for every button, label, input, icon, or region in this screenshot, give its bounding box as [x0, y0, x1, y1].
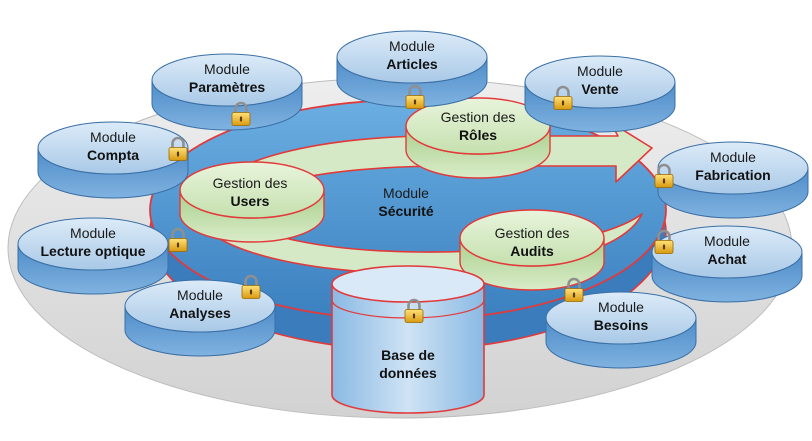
security-module-label-line1: Module: [383, 185, 429, 201]
module-vente-top: [524, 55, 676, 109]
module-lecture-optique-line2: Lecture optique: [40, 243, 145, 259]
module-parametres-line2: Paramètres: [189, 79, 265, 95]
module-fabrication-line1: Module: [710, 149, 756, 165]
module-achat-top: [651, 225, 803, 279]
management-roles-line2: Rôles: [459, 127, 497, 143]
module-vente: Module Vente: [524, 55, 676, 133]
module-compta-top: [37, 121, 189, 175]
security-module-label-line2: Sécurité: [378, 203, 433, 219]
module-achat-line2: Achat: [708, 251, 747, 267]
management-audits: Gestion des Audits: [459, 209, 605, 291]
management-roles-line1: Gestion des: [441, 109, 516, 125]
management-users: Gestion des Users: [179, 161, 325, 243]
management-audits-top: [459, 209, 605, 267]
management-users-top: [179, 161, 325, 219]
module-vente-line1: Module: [577, 63, 623, 79]
module-parametres-line1: Module: [204, 61, 250, 77]
module-compta-line1: Module: [90, 129, 136, 145]
management-roles: Gestion des Rôles: [405, 97, 551, 179]
database-label-line2: données: [379, 365, 437, 381]
module-analyses-line1: Module: [177, 287, 223, 303]
module-parametres: Module Paramètres: [151, 53, 303, 131]
database: Base de données: [331, 265, 485, 414]
module-analyses: Module Analyses: [124, 279, 276, 357]
module-lecture-optique: Module Lecture optique: [17, 217, 169, 295]
module-parametres-top: [151, 53, 303, 107]
module-analyses-top: [124, 279, 276, 333]
module-fabrication: Module Fabrication: [657, 141, 809, 219]
management-users-line2: Users: [231, 193, 270, 209]
module-besoins-line1: Module: [598, 299, 644, 315]
module-fabrication-line2: Fabrication: [695, 167, 770, 183]
module-besoins-line2: Besoins: [594, 317, 649, 333]
management-users-line1: Gestion des: [213, 175, 288, 191]
database-top: [331, 265, 485, 303]
module-achat: Module Achat: [651, 225, 803, 303]
module-vente-line2: Vente: [581, 81, 619, 97]
management-audits-line2: Audits: [510, 243, 554, 259]
module-articles-line1: Module: [389, 38, 435, 54]
module-achat-line1: Module: [704, 233, 750, 249]
module-lecture-optique-line1: Module: [70, 225, 116, 241]
module-analyses-line2: Analyses: [169, 305, 231, 321]
module-compta: Module Compta: [37, 121, 189, 199]
management-audits-line1: Gestion des: [495, 225, 570, 241]
module-lecture-optique-top: [17, 217, 169, 271]
database-label-line1: Base de: [381, 347, 435, 363]
module-articles-line2: Articles: [386, 56, 438, 72]
module-articles: Module Articles: [336, 30, 488, 108]
module-articles-top: [336, 30, 488, 84]
module-besoins-top: [545, 291, 697, 345]
management-roles-top: [405, 97, 551, 155]
module-compta-line2: Compta: [87, 147, 139, 163]
module-besoins: Module Besoins: [545, 291, 697, 369]
